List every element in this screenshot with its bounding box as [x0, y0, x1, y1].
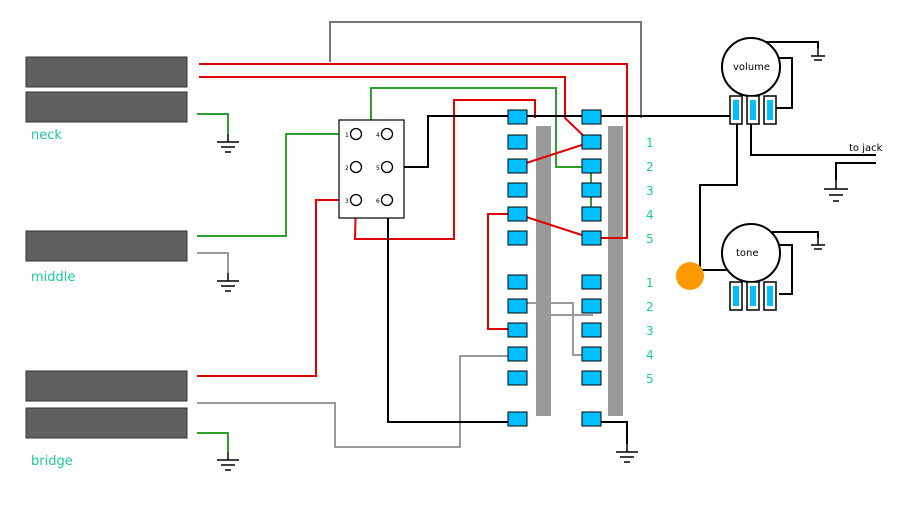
- gray-loop-wire: [329, 21, 642, 118]
- switch-lugs-left: [507, 109, 528, 427]
- ground-icons: [217, 48, 848, 471]
- position-number: 2: [646, 300, 654, 314]
- volume-label: volume: [733, 62, 770, 73]
- neck-pickup: [25, 56, 188, 123]
- pin-label: 5: [376, 165, 380, 172]
- ground-icon: [217, 452, 239, 471]
- to-jack-label: to jack: [849, 143, 883, 154]
- position-number: 4: [646, 208, 654, 222]
- pin-label: 2: [345, 165, 349, 172]
- position-number: 3: [646, 324, 654, 338]
- pin-label: 3: [345, 198, 349, 205]
- position-numbers-bottom: 1 2 3 4 5: [646, 276, 654, 386]
- switch-bar-right: [608, 126, 623, 416]
- position-number: 2: [646, 160, 654, 174]
- ground-icon: [824, 180, 848, 202]
- black-wires: [383, 41, 876, 444]
- bridge-label: bridge: [31, 454, 73, 469]
- tone-pot: [721, 223, 781, 311]
- red-wires: [197, 63, 628, 377]
- mini-toggle-switch: 1 4 2 5 3 6: [338, 119, 405, 219]
- middle-label: middle: [31, 270, 75, 285]
- ground-icon: [616, 444, 638, 463]
- switch-bar-left: [536, 126, 551, 416]
- position-number: 1: [646, 276, 654, 290]
- position-number: 5: [646, 372, 654, 386]
- position-numbers-top: 1 2 3 4 5: [646, 136, 654, 246]
- pin-label: 6: [376, 198, 380, 205]
- ground-icon: [217, 273, 239, 292]
- switch-lugs-right: [581, 109, 602, 427]
- gray-wires: [197, 252, 593, 448]
- bridge-pickup: [25, 370, 188, 439]
- tone-label: tone: [736, 248, 759, 259]
- pin-label: 4: [376, 132, 380, 139]
- position-number: 4: [646, 348, 654, 362]
- ground-icon: [811, 238, 825, 250]
- position-number: 5: [646, 232, 654, 246]
- position-number: 1: [646, 136, 654, 150]
- neck-label: neck: [31, 128, 62, 143]
- middle-pickup: [25, 230, 188, 262]
- ground-icon: [217, 134, 239, 153]
- position-number: 3: [646, 184, 654, 198]
- capacitor: [676, 262, 704, 290]
- volume-pot: [721, 37, 781, 125]
- ground-icon: [811, 48, 825, 61]
- pin-label: 1: [345, 132, 349, 139]
